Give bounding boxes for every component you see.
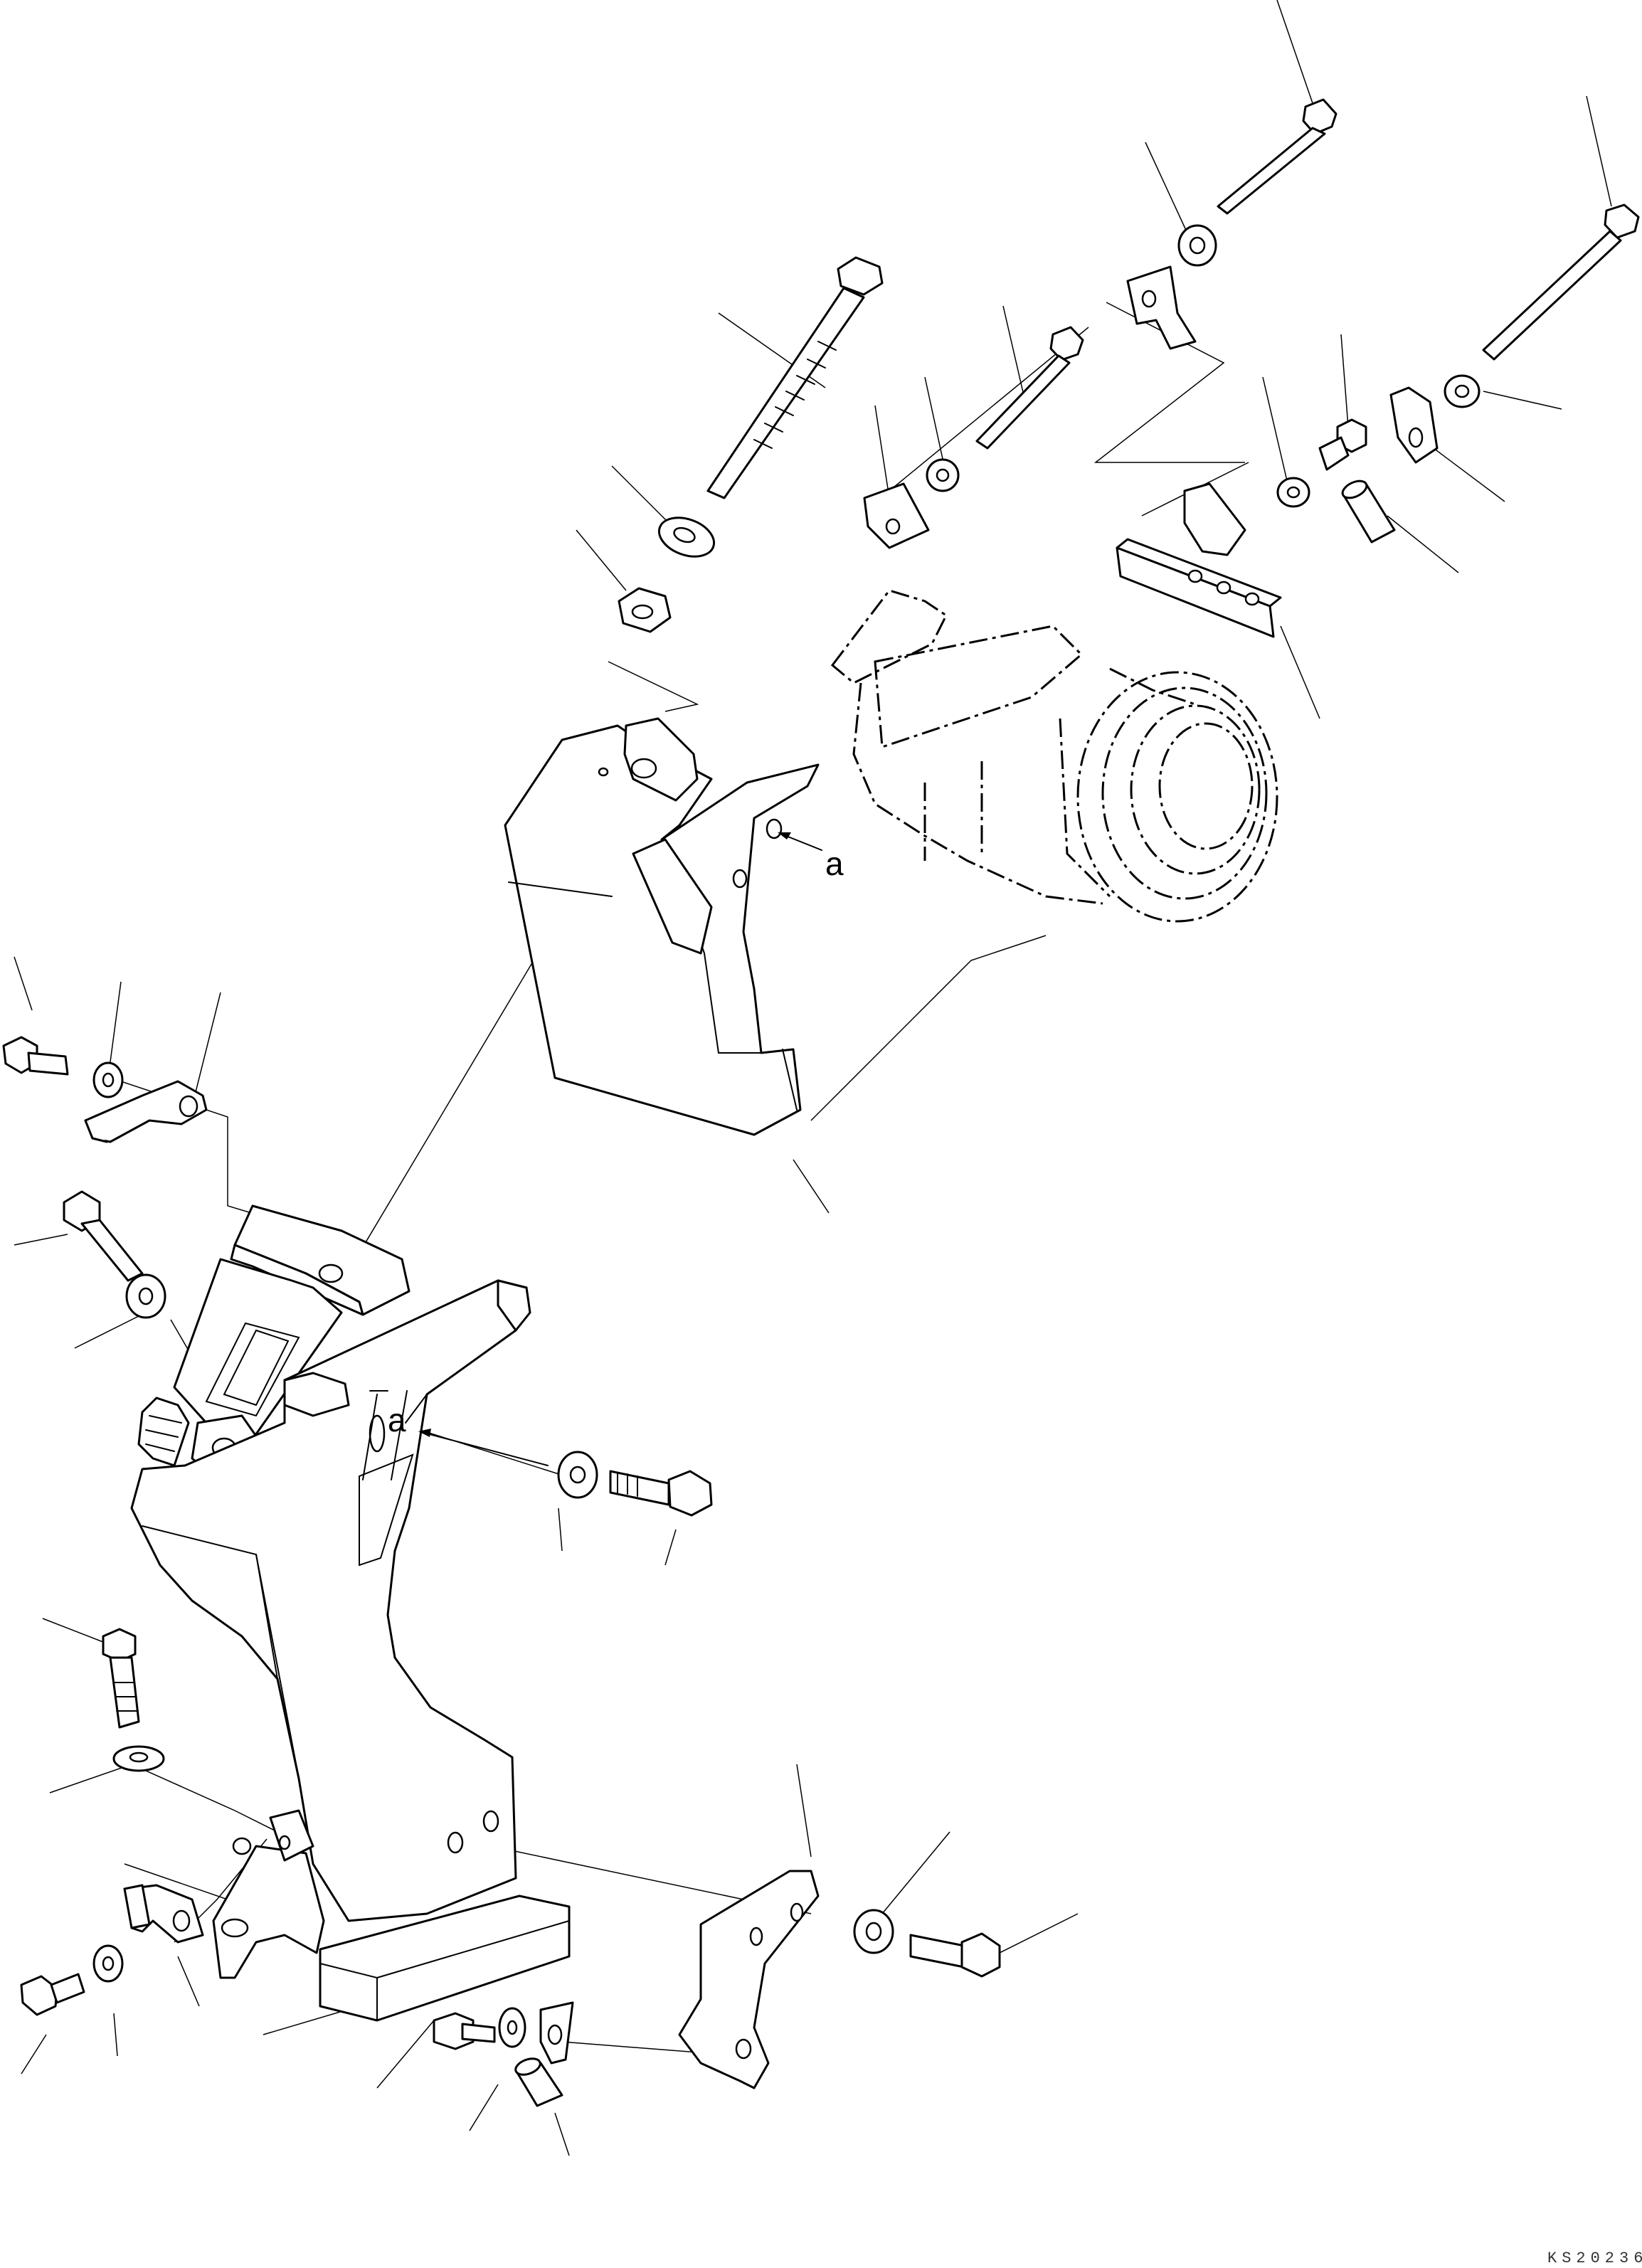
washer-lower-left-thick: [112, 1745, 165, 1772]
drawing-code: KS202364: [1547, 2250, 1642, 2267]
mounting-strip: [1116, 482, 1282, 638]
washer-left-medium: [125, 1273, 166, 1319]
washer-lower-right: [853, 1909, 894, 1954]
bolt-lower-left-vertical: [102, 1628, 140, 1729]
plate-bracket-top: [1126, 265, 1197, 350]
plate-bracket-center: [863, 482, 930, 549]
nut-upper: [618, 587, 672, 633]
small-bolt-right: [1318, 418, 1367, 471]
lower-bracket: [130, 1279, 571, 2022]
slotted-adjuster-block: [173, 1204, 410, 1446]
leader-lines: [14, 0, 1612, 2156]
reference-label-lower: a: [388, 1401, 549, 1466]
washer-upper-left: [92, 1061, 124, 1098]
washer-center-small: [926, 458, 960, 492]
bolt-top-right-1: [1217, 98, 1338, 215]
upper-bracket: [504, 717, 820, 1136]
bolt-upper-left: [2, 1036, 69, 1076]
bolt-medium-center: [975, 326, 1084, 450]
reference-label-upper: a: [778, 832, 844, 882]
spacer-bottom: [514, 2057, 563, 2107]
compressor-phantom: [830, 589, 1278, 923]
clip-bottom: [539, 2001, 574, 2065]
spacer-collar: [1341, 479, 1396, 544]
clip-top-right: [1389, 386, 1439, 464]
bolt-top-right-2: [1482, 203, 1640, 361]
reference-letter-a-upper: a: [825, 845, 844, 882]
clip-lower-left: [123, 1884, 204, 1944]
bolt-bottom-small: [433, 2012, 496, 2050]
bolt-lower-right: [909, 1932, 1001, 1978]
long-bolt-upper: [706, 256, 884, 499]
washer-top-right-1: [1177, 224, 1217, 267]
washer-lower-left: [92, 1944, 124, 1983]
bracket-angle-lower-right: [678, 1870, 820, 2089]
washer-top-right-2: [1444, 374, 1481, 408]
bolt-left-medium: [63, 1190, 144, 1282]
bolt-middle: [609, 1470, 713, 1517]
washer-middle: [557, 1451, 598, 1499]
bolt-lower-left: [20, 1973, 85, 2016]
washer-bottom-small: [498, 2007, 526, 2048]
washer-right-small: [1276, 477, 1310, 508]
thick-washer-upper: [657, 516, 716, 558]
clip-upper-left: [84, 1080, 208, 1143]
reference-letter-a-lower: a: [388, 1401, 406, 1438]
